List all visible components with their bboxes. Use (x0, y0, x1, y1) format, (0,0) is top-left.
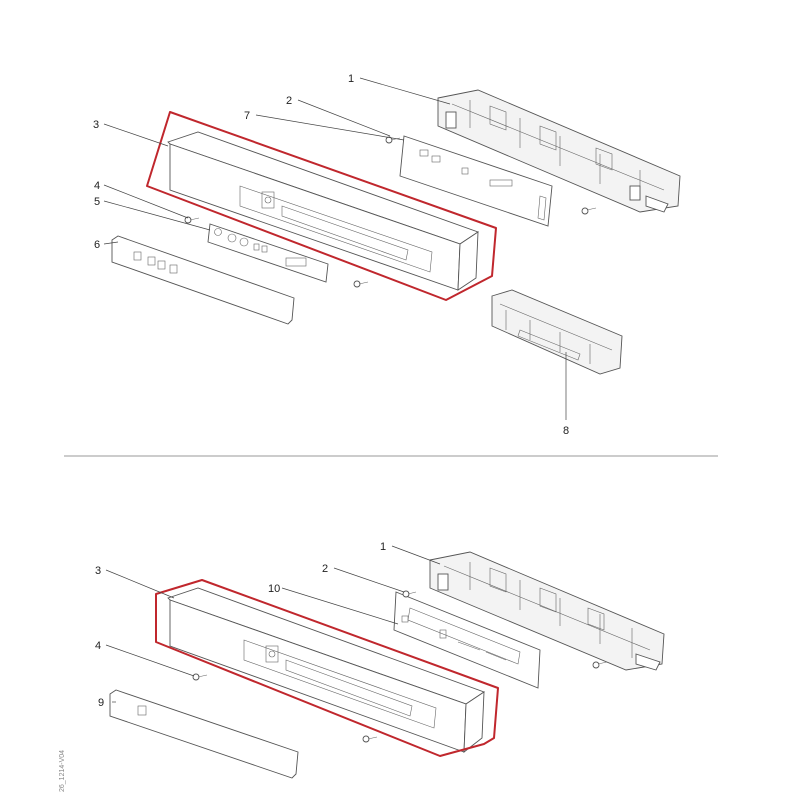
part-5-button-board (207, 223, 329, 283)
callout-bottom-9: 9 (98, 697, 104, 709)
callout-top-8: 8 (563, 425, 569, 437)
side-code: 26_1214-V04 (59, 750, 66, 792)
screw-fascia-bottom-2 (362, 735, 378, 743)
callout-top-1: 1 (348, 73, 354, 85)
part-3-fascia-bottom (167, 587, 485, 753)
screw-bottom-right (592, 661, 608, 669)
callout-bottom-1: 1 (380, 541, 386, 553)
leader-lines-top (103, 77, 567, 420)
callout-top-3: 3 (93, 119, 99, 131)
callout-bottom-3: 3 (95, 565, 101, 577)
part-10-display-board (393, 591, 541, 689)
part-8-bracket (491, 289, 623, 375)
part-4-screw (184, 216, 200, 224)
callout-top-5: 5 (94, 196, 100, 208)
part-1-frame-bottom (429, 551, 665, 671)
callout-bottom-10: 10 (268, 583, 280, 595)
highlight-outline-top (146, 111, 497, 301)
callout-top-4: 4 (94, 180, 100, 192)
highlight-outline-bottom (155, 579, 499, 757)
leader-lines-bottom (105, 545, 441, 703)
callout-bottom-2: 2 (322, 563, 328, 575)
callout-top-7: 7 (244, 110, 250, 122)
part-4-screw-bottom (192, 673, 208, 681)
part-2-screw-bottom (402, 590, 417, 598)
screw-top-right (581, 207, 597, 215)
bottom-view: 1 2 3 4 9 10 26_1214-V04 (59, 541, 665, 792)
screw-fascia-bottom (353, 280, 369, 288)
part-3-fascia (167, 131, 479, 291)
part-6-overlay (111, 235, 295, 325)
part-9-overlay (109, 689, 299, 779)
part-1-frame (437, 89, 681, 213)
callout-bottom-4: 4 (95, 640, 101, 652)
callout-top-6: 6 (94, 239, 100, 251)
top-view: 1 2 3 4 5 6 7 8 (93, 73, 681, 437)
part-2-screw (385, 136, 401, 144)
part-7-pcb (399, 135, 553, 227)
callout-top-2: 2 (286, 95, 292, 107)
